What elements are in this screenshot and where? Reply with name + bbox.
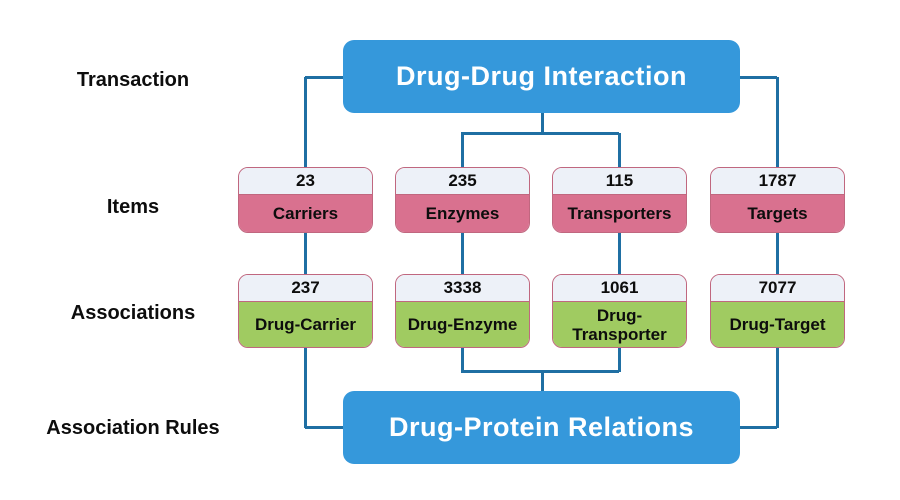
item-box-enzymes: 235 Enzymes: [395, 167, 530, 233]
connector-line: [305, 425, 343, 429]
item-box-transporters: 115 Transporters: [552, 167, 687, 233]
association-box-drug-target: 7077 Drug-Target: [710, 274, 845, 348]
drug-carrier-count: 237: [239, 275, 372, 302]
connector-line: [460, 348, 464, 372]
transporters-count: 115: [553, 168, 686, 195]
targets-label: Targets: [711, 195, 844, 232]
connector-line: [305, 75, 343, 79]
row-label-transaction: Transaction: [76, 69, 190, 91]
carriers-count: 23: [239, 168, 372, 195]
connector-line: [740, 425, 777, 429]
row-label-items: Items: [106, 196, 160, 218]
association-box-drug-transporter: 1061 Drug-Transporter: [552, 274, 687, 348]
connector-line: [775, 348, 779, 428]
connector-line: [540, 113, 544, 133]
enzymes-count: 235: [396, 168, 529, 195]
drug-carrier-label: Drug-Carrier: [239, 302, 372, 347]
drug-protein-relations-label: Drug-Protein Relations: [388, 412, 695, 442]
drug-target-label: Drug-Target: [711, 302, 844, 347]
connector-line: [540, 372, 544, 391]
connector-line: [617, 133, 621, 167]
item-box-carriers: 23 Carriers: [238, 167, 373, 233]
drug-drug-interaction-label: Drug-Drug Interaction: [396, 61, 687, 91]
transporters-label: Transporters: [553, 195, 686, 232]
drug-transporter-count: 1061: [553, 275, 686, 302]
connector-line: [740, 75, 777, 79]
row-label-association-rules: Association Rules: [46, 417, 220, 439]
drug-drug-interaction-box: Drug-Drug Interaction: [343, 40, 740, 113]
drug-target-count: 7077: [711, 275, 844, 302]
drug-enzyme-count: 3338: [396, 275, 529, 302]
item-box-targets: 1787 Targets: [710, 167, 845, 233]
association-box-drug-carrier: 237 Drug-Carrier: [238, 274, 373, 348]
drug-protein-relations-box: Drug-Protein Relations: [343, 391, 740, 464]
drug-enzyme-label: Drug-Enzyme: [396, 302, 529, 347]
connector-line: [303, 233, 307, 274]
connector-line: [775, 233, 779, 274]
row-label-associations: Associations: [70, 302, 196, 324]
connector-line: [460, 131, 619, 135]
connector-line: [775, 77, 779, 167]
connector-line: [460, 233, 464, 274]
connector-line: [303, 348, 307, 428]
association-box-drug-enzyme: 3338 Drug-Enzyme: [395, 274, 530, 348]
connector-line: [460, 133, 464, 167]
connector-line: [460, 369, 619, 373]
drug-transporter-label: Drug-Transporter: [553, 302, 686, 347]
carriers-label: Carriers: [239, 195, 372, 232]
targets-count: 1787: [711, 168, 844, 195]
connector-line: [617, 348, 621, 372]
enzymes-label: Enzymes: [396, 195, 529, 232]
connector-line: [617, 233, 621, 274]
connector-line: [303, 77, 307, 167]
